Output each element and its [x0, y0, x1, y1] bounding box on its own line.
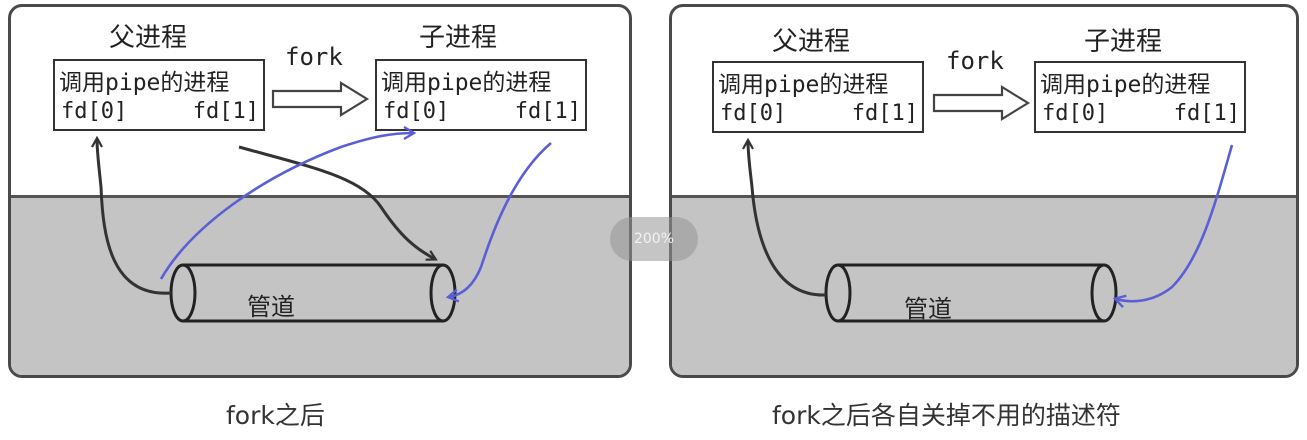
parent-fd1-label: fd[1]: [851, 101, 918, 126]
parent-read-arrow: [97, 139, 172, 295]
pipe-cylinder: [169, 263, 457, 323]
parent-process-box: 调用pipe的进程 fd[0] fd[1]: [53, 59, 265, 131]
child-write-arrow: [1116, 144, 1234, 301]
child-fd1-label: fd[1]: [1173, 101, 1240, 126]
diagram-panel-after-fork: 父进程 子进程 调用pipe的进程 fd[0] fd[1] 调用pipe的进程 …: [8, 4, 632, 378]
parent-fd0-label: fd[0]: [61, 99, 128, 124]
child-process-title: 子进程: [1084, 27, 1163, 57]
zoom-level-indicator: 200%: [610, 217, 698, 261]
caption-close-unused: fork之后各自关掉不用的描述符: [772, 401, 1121, 430]
parent-write-arrow: [238, 145, 435, 259]
parent-fd0-label: fd[0]: [720, 101, 787, 126]
parent-process-label: 调用pipe的进程: [718, 72, 889, 98]
parent-process-box: 调用pipe的进程 fd[0] fd[1]: [712, 61, 924, 133]
parent-fd1-label: fd[1]: [192, 99, 259, 124]
parent-process-title: 父进程: [109, 23, 188, 53]
child-fd0-label: fd[0]: [383, 99, 450, 124]
parent-process-label: 调用pipe的进程: [59, 70, 230, 96]
right-diagram-drawing: [672, 85, 1234, 323]
fork-label: fork: [285, 43, 343, 71]
parent-process-title: 父进程: [772, 27, 851, 57]
child-write-arrow: [449, 142, 552, 297]
fork-label: fork: [946, 47, 1004, 75]
parent-read-arrow: [748, 141, 827, 297]
pipe-cylinder: [824, 263, 1118, 323]
child-fd1-label: fd[1]: [514, 99, 581, 124]
fork-arrow: [271, 81, 370, 117]
pipe-label: 管道: [247, 293, 295, 321]
fork-arrow: [932, 85, 1031, 121]
child-read-arrow: [159, 133, 413, 280]
diagram-panel-close-unused: 父进程 子进程 调用pipe的进程 fd[0] fd[1] 调用pipe的进程 …: [669, 4, 1299, 378]
child-process-box: 调用pipe的进程 fd[0] fd[1]: [375, 59, 587, 131]
child-fd0-label: fd[0]: [1042, 101, 1109, 126]
child-process-label: 调用pipe的进程: [1040, 72, 1211, 98]
child-process-label: 调用pipe的进程: [381, 70, 552, 96]
left-diagram-drawing: [11, 81, 552, 323]
pipe-label: 管道: [904, 295, 952, 323]
child-process-box: 调用pipe的进程 fd[0] fd[1]: [1034, 61, 1246, 133]
caption-after-fork: fork之后: [226, 401, 325, 430]
child-process-title: 子进程: [419, 23, 498, 53]
